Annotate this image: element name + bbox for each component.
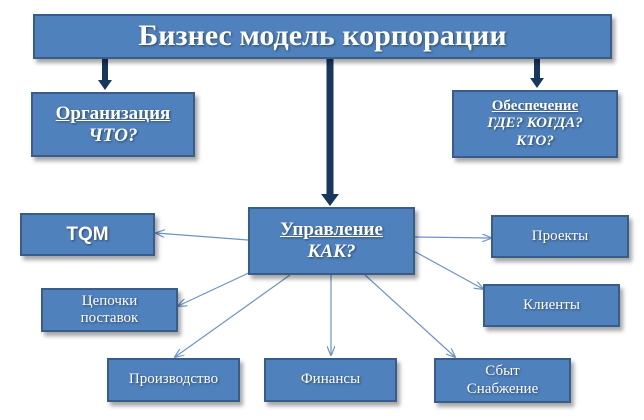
sales-supply-box: Сбыт Снабжение xyxy=(434,358,571,403)
management-heading: Управление xyxy=(280,219,383,241)
sales-label-line2: Снабжение xyxy=(466,380,539,397)
arrow-management-to-clients xyxy=(411,249,483,289)
management-question: КАК? xyxy=(307,241,356,262)
arrow-management-to-tqm xyxy=(156,233,249,241)
provision-heading: Обеспечение xyxy=(491,98,579,115)
supply-chain-label-line2: поставок xyxy=(80,310,139,326)
arrow-title-to-organization xyxy=(98,58,112,90)
tqm-box: TQM xyxy=(20,213,155,256)
organization-heading: Организация xyxy=(55,102,171,124)
production-label: Производство xyxy=(128,371,219,388)
arrow-management-to-projects xyxy=(414,237,491,238)
arrow-management-to-supply-chain xyxy=(178,269,256,306)
projects-box: Проекты xyxy=(491,215,629,258)
diagram-title: Бизнес модель корпорации xyxy=(138,19,507,53)
provision-box: Обеспечение ГДЕ? КОГДА? КТО? xyxy=(452,90,618,158)
production-box: Производство xyxy=(107,358,240,402)
arrow-management-to-sales xyxy=(364,274,455,357)
provision-question-line1: ГДЕ? КОГДА? xyxy=(487,115,583,132)
finance-label: Финансы xyxy=(300,371,361,388)
organization-question: ЧТО? xyxy=(88,124,138,146)
tqm-label: TQM xyxy=(66,223,109,245)
provision-question-line2: КТО? xyxy=(516,132,554,149)
organization-box: Организация ЧТО? xyxy=(31,92,195,157)
title-box: Бизнес модель корпорации xyxy=(33,14,612,59)
projects-label: Проекты xyxy=(531,227,589,244)
arrow-title-to-management xyxy=(321,58,339,206)
clients-box: Клиенты xyxy=(483,284,620,327)
sales-label-line1: Сбыт xyxy=(485,363,520,380)
clients-label: Клиенты xyxy=(523,296,580,313)
supply-chain-label-line1: Цепочки xyxy=(81,292,138,309)
arrow-title-to-provision xyxy=(530,58,544,88)
finance-box: Финансы xyxy=(264,358,397,402)
management-box: Управление КАК? xyxy=(248,207,415,275)
supply-chain-box: Цепочки поставок xyxy=(41,288,178,332)
arrow-management-to-production xyxy=(175,274,291,357)
